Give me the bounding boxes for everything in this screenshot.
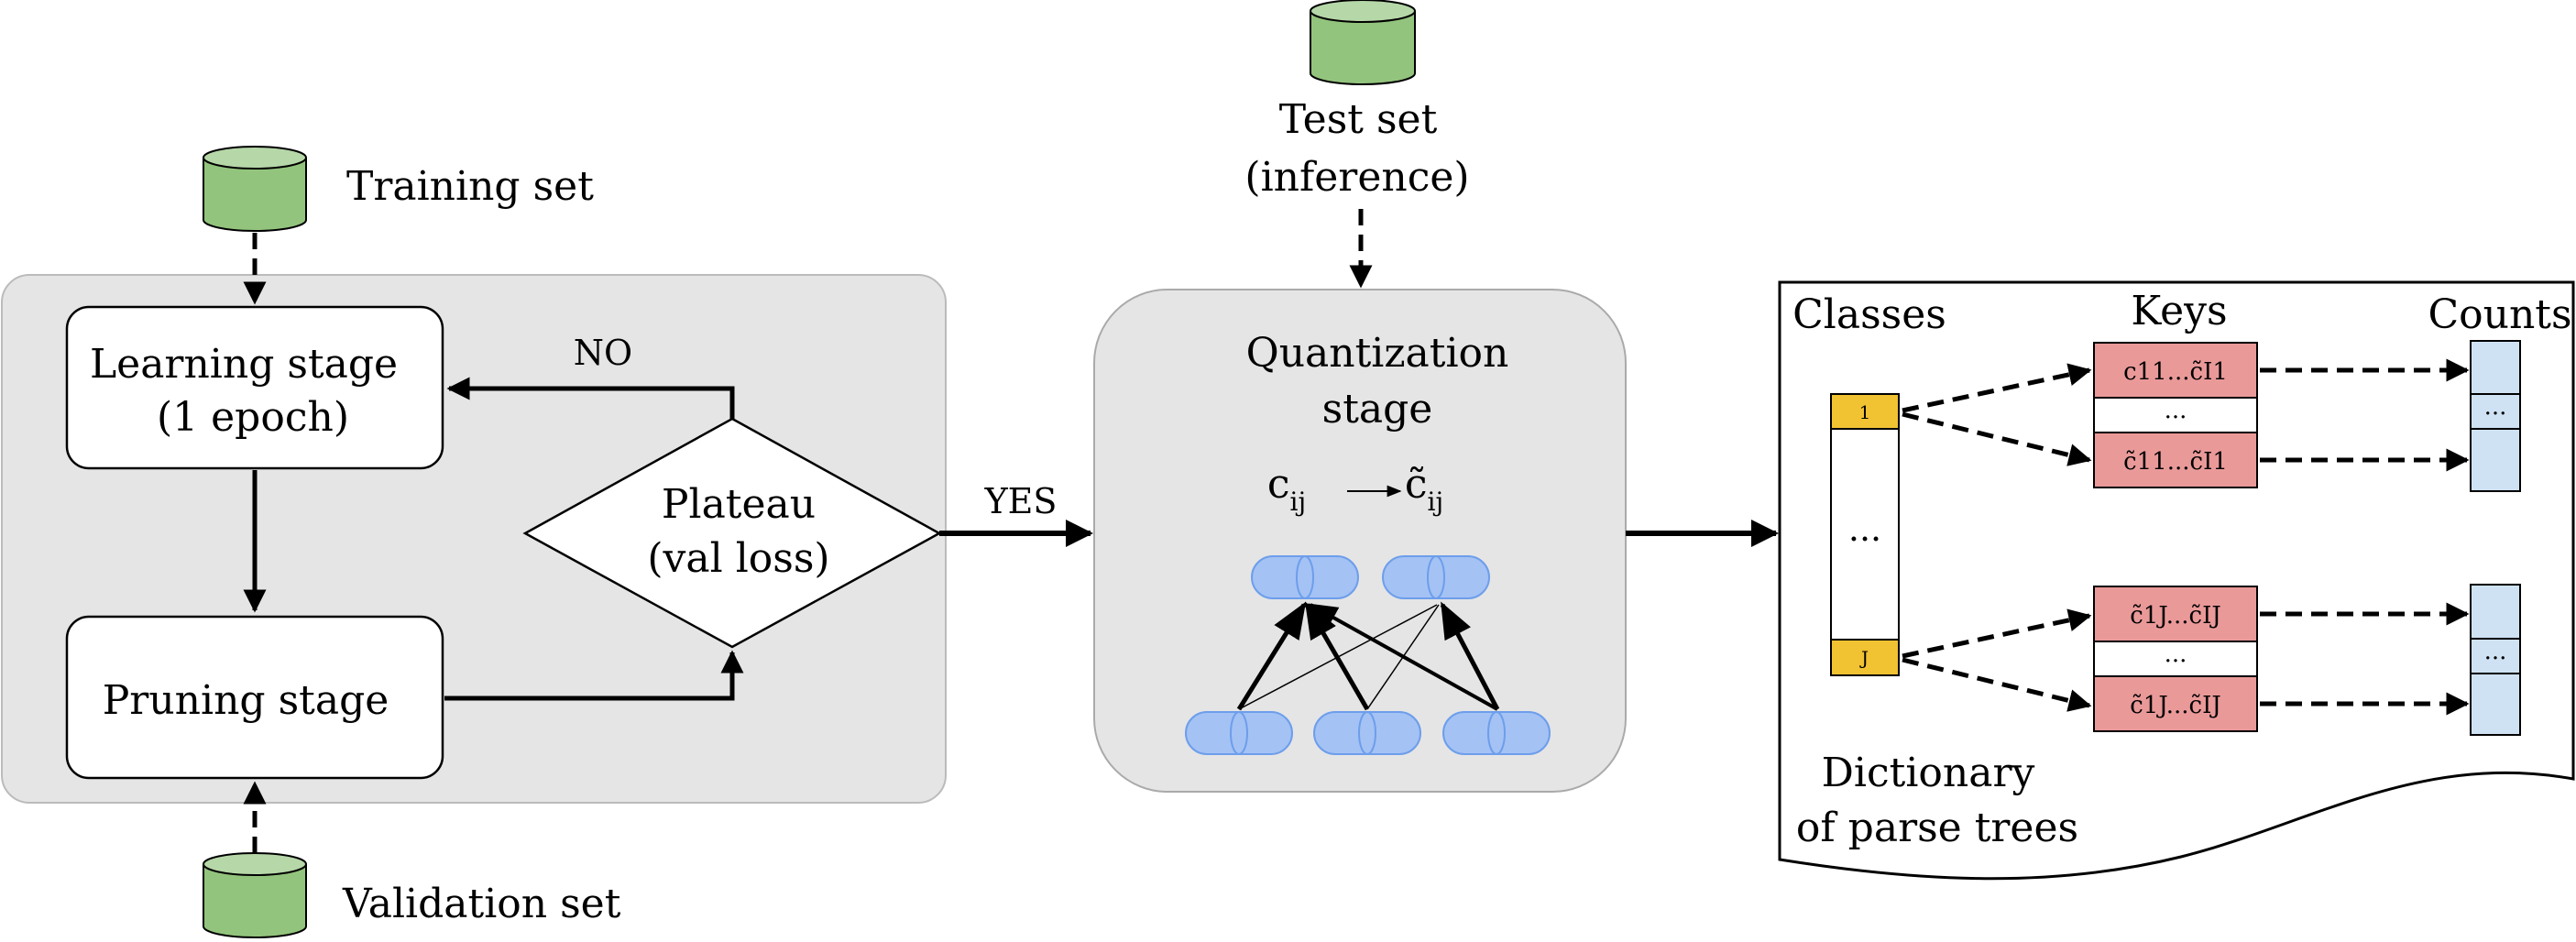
- class-j-label: J: [1859, 647, 1869, 669]
- plateau-val-loss: (val loss): [647, 535, 829, 582]
- classes-column: [1830, 393, 1900, 676]
- plateau-label: Plateau: [662, 481, 816, 528]
- key-ellipsis-cell: [2093, 641, 2258, 677]
- key-cell: [2093, 586, 2258, 642]
- count-ellipsis-label: ...: [2484, 393, 2507, 421]
- nn-neuron-icon: [1442, 711, 1551, 755]
- class-to-key-arrow: [1902, 363, 2092, 413]
- dictionary-caption-parse-trees: of parse trees: [1796, 805, 2078, 851]
- quantization-formula: cij c̃ij: [1267, 461, 1443, 517]
- key-ellipsis-label: ...: [2165, 641, 2187, 668]
- nn-neuron-icon: [1382, 555, 1490, 599]
- class-to-key-arrow: [1902, 608, 2092, 659]
- test-set-label: Test set: [1279, 96, 1438, 143]
- formula-to: c̃ij: [1405, 461, 1443, 517]
- test-set-inference: (inference): [1244, 154, 1469, 201]
- class-j-cell: [1830, 639, 1900, 676]
- nn-connection-thin: [1238, 604, 1438, 710]
- key-cell-label: c̃11...c̃I1: [2123, 448, 2228, 476]
- test-set-cylinder-icon: [1310, 0, 1416, 85]
- class-1-cell: [1830, 393, 1900, 430]
- quantization-panel: [1093, 289, 1627, 793]
- key-ellipsis-cell: [2093, 397, 2258, 433]
- yes-label: YES: [984, 481, 1058, 521]
- count-ellipsis-label: ...: [2484, 638, 2507, 665]
- nn-connection-thin: [1366, 604, 1440, 710]
- key-cell-label: c11...c̃I1: [2123, 358, 2228, 386]
- validation-set-label: Validation set: [342, 881, 621, 927]
- nn-neuron-icon: [1185, 711, 1293, 755]
- counts-header: Counts: [2428, 291, 2571, 338]
- nn-neuron-icon: [1251, 555, 1359, 599]
- plateau-to-learning-no-arrow: [446, 377, 735, 419]
- key-cell: [2093, 432, 2258, 488]
- training-set-label: Training set: [346, 163, 594, 210]
- key-ellipsis-label: ...: [2165, 397, 2187, 424]
- class-ellipsis: ...: [1848, 509, 1881, 549]
- nn-connection-heavy: [1440, 601, 1500, 711]
- class-to-key-arrow: [1902, 657, 2092, 712]
- plateau-decision-diamond: [522, 417, 942, 649]
- nn-connection-heavy: [1236, 601, 1307, 711]
- neural-network-illustration: [1185, 555, 1551, 755]
- keys-header: Keys: [2131, 288, 2227, 334]
- validation-set-cylinder-icon: [203, 852, 307, 938]
- quantization-title: Quantization: [1246, 330, 1509, 377]
- key-cell: [2093, 675, 2258, 732]
- formula-from: cij: [1267, 461, 1306, 517]
- count-ellipsis-cell: [2470, 638, 2521, 674]
- nn-connection-heavy: [1308, 603, 1498, 711]
- class-1-label: 1: [1859, 401, 1871, 423]
- nn-neuron-icon: [1313, 711, 1421, 755]
- pruning-stage-box: [65, 615, 444, 780]
- dictionary-caption: Dictionary: [1822, 750, 2035, 796]
- pruning-to-plateau-arrow: [444, 650, 744, 701]
- classes-header: Classes: [1792, 291, 1946, 338]
- pruning-stage-label: Pruning stage: [103, 677, 389, 724]
- key-cell-label: c̃1J...c̃IJ: [2130, 692, 2221, 719]
- learning-stage-box: [65, 305, 444, 470]
- no-label: NO: [574, 333, 632, 373]
- training-set-cylinder-icon: [203, 146, 307, 232]
- learning-stage-label: Learning stage: [90, 341, 398, 388]
- count-ellipsis-cell: [2470, 393, 2521, 430]
- class-to-key-arrow: [1902, 411, 2092, 466]
- quantization-title-stage: stage: [1322, 386, 1433, 433]
- learning-stage-epoch: (1 epoch): [157, 394, 349, 441]
- key-cell-label: c̃1J...c̃IJ: [2130, 602, 2221, 630]
